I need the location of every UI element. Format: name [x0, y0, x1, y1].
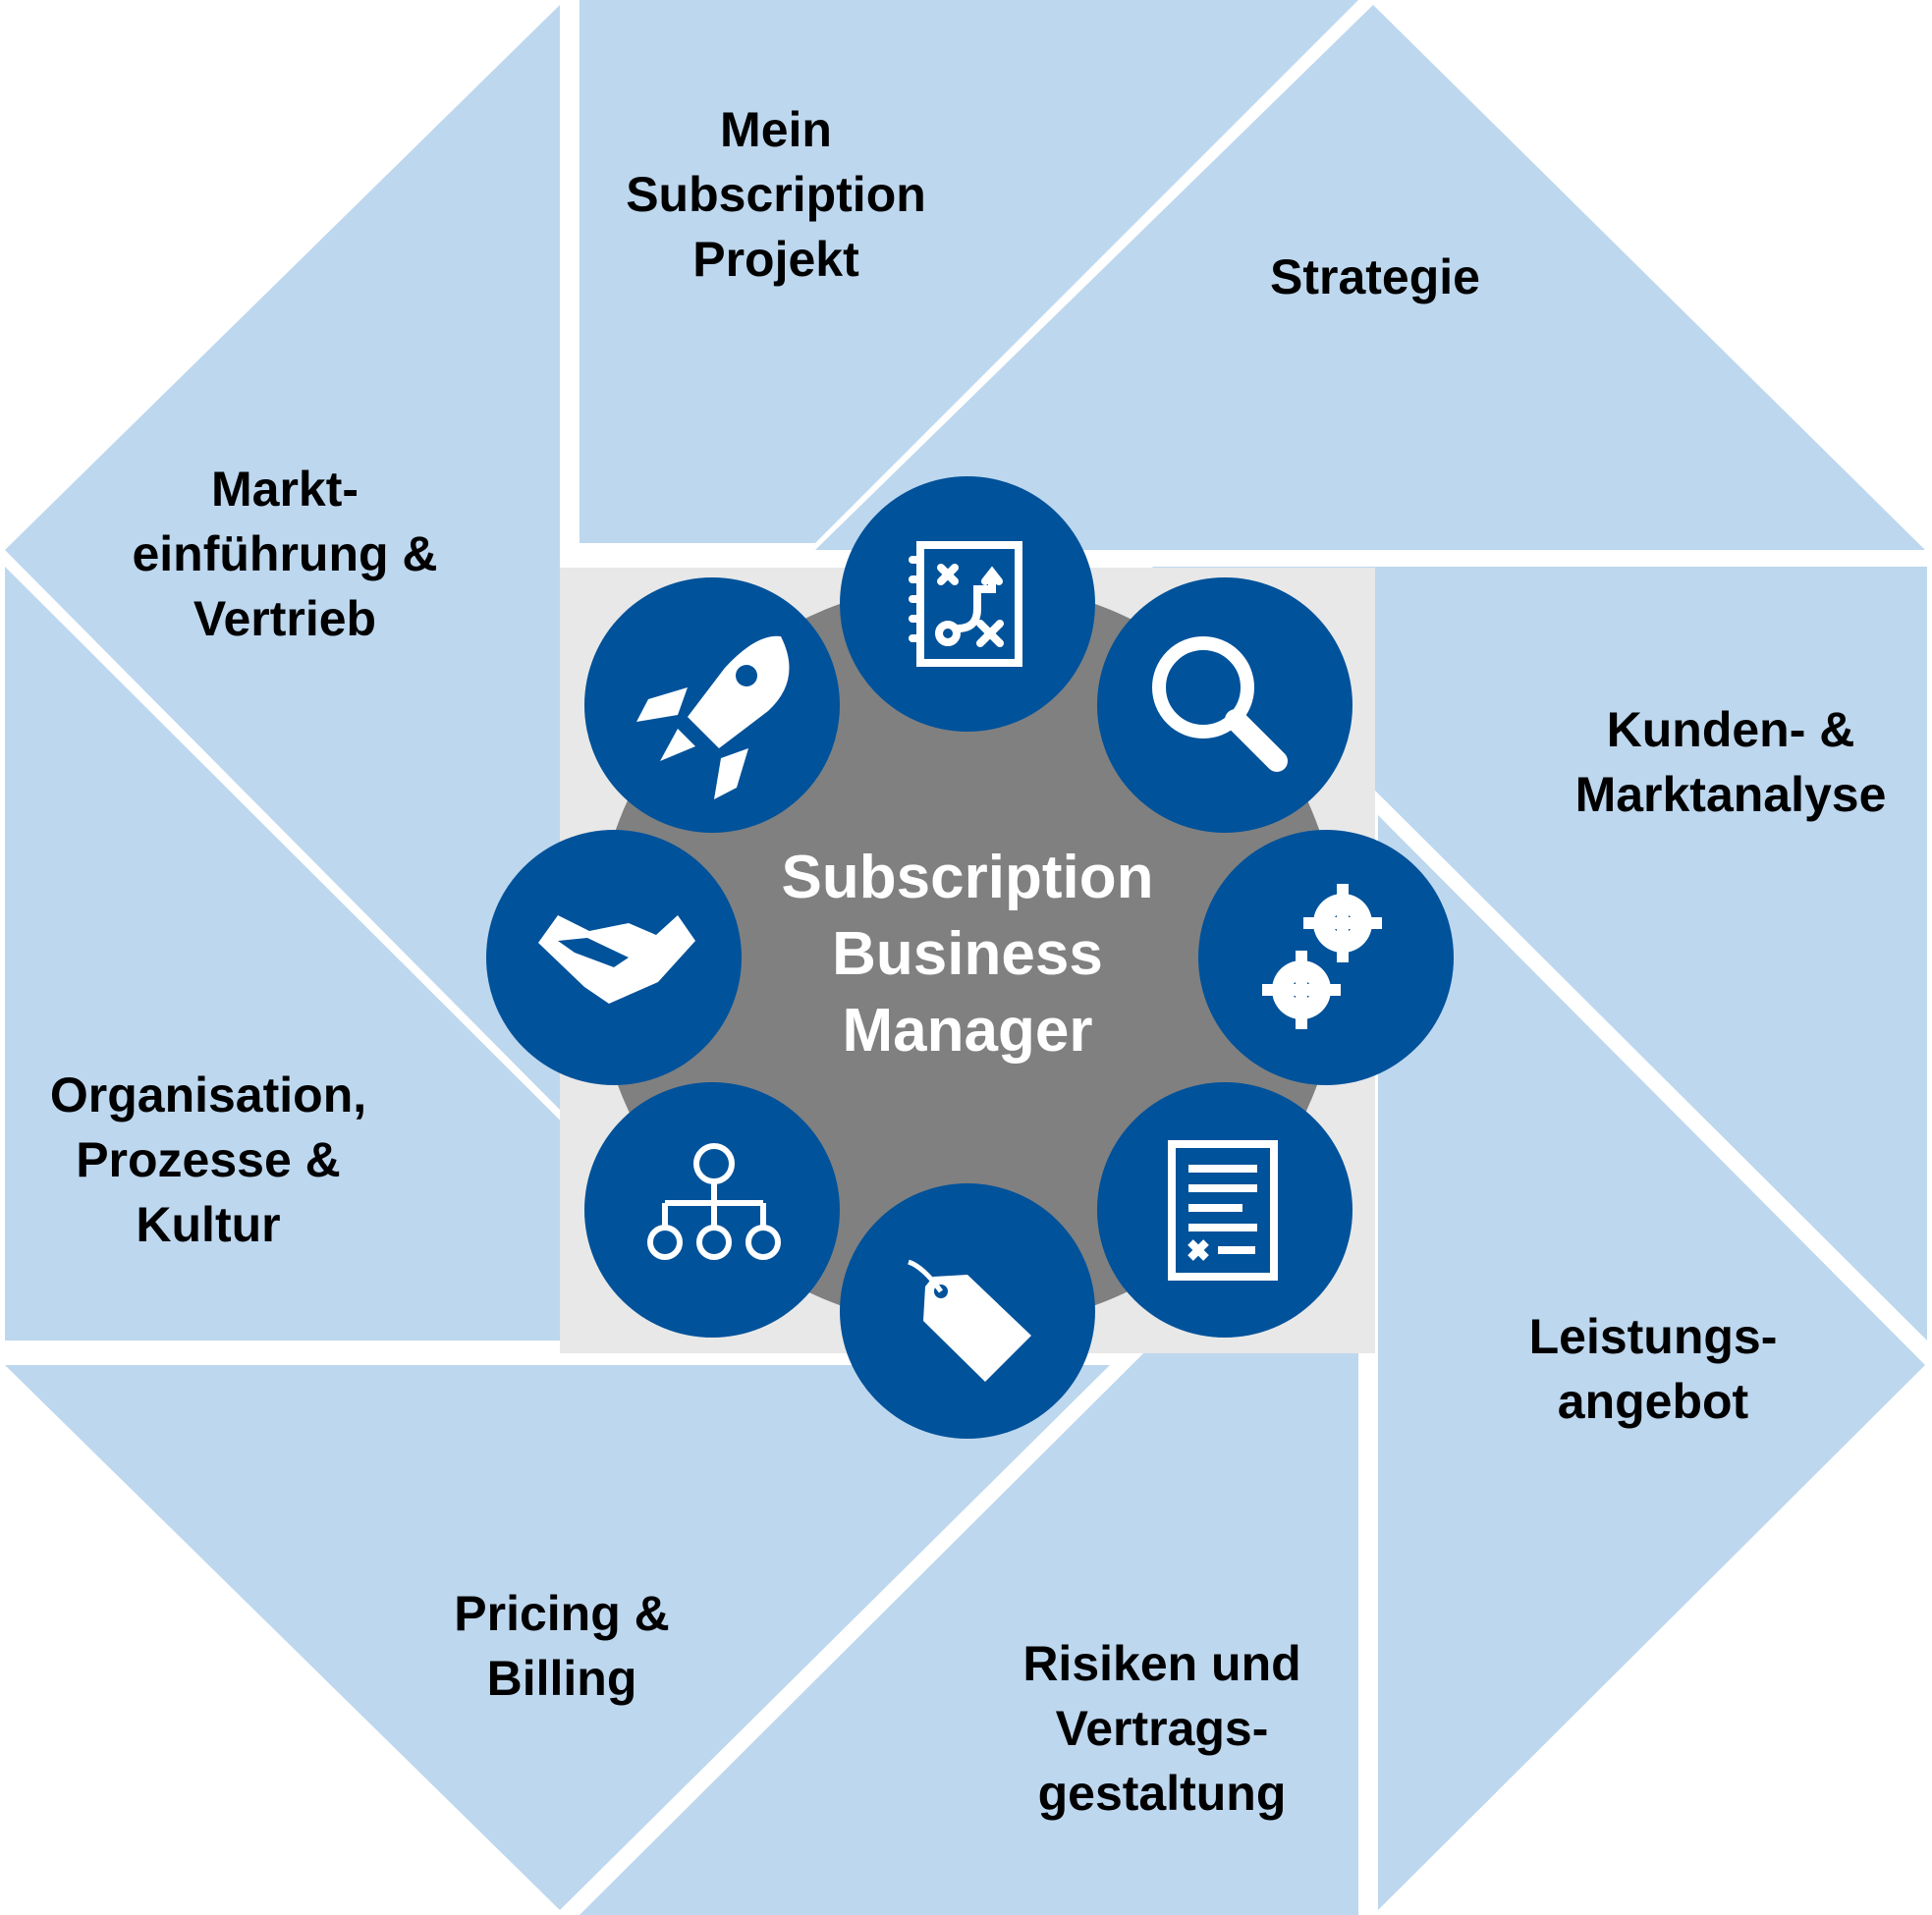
icon-gears	[1198, 830, 1454, 1085]
contract-icon	[1168, 1140, 1278, 1281]
label-pricing-billing: Pricing & Billing	[454, 1586, 670, 1706]
label-markteinfuehrung-vertrieb: Markt- einführung & Vertrieb	[132, 462, 438, 646]
label-kunden-marktanalyse: Kunden- & Marktanalyse	[1574, 702, 1887, 822]
icon-org-chart	[584, 1082, 840, 1338]
rocket-icon	[636, 635, 790, 799]
label-strategie: Strategie	[1270, 249, 1480, 304]
strategy-plan-icon	[909, 541, 1022, 667]
label-risiken-vertragsgestaltung: Risiken und Vertrags- gestaltung	[1022, 1636, 1301, 1821]
icon-contract	[1097, 1082, 1352, 1338]
label-mein-subscription-projekt: Mein Subscription Projekt	[626, 102, 926, 287]
org-chart-icon	[647, 1143, 781, 1260]
icon-strategy-plan	[840, 476, 1095, 732]
icon-handshake	[486, 830, 742, 1085]
magnifier-icon	[1152, 636, 1288, 772]
gears-icon	[1262, 884, 1382, 1029]
label-organisation-prozesse-kultur: Organisation, Prozesse & Kultur	[49, 1067, 367, 1252]
price-tag-icon	[908, 1259, 1031, 1382]
handshake-icon	[538, 915, 695, 1004]
icon-rocket	[584, 577, 840, 833]
segment-leistungsangebot	[1378, 815, 1925, 1910]
segment-strategie	[815, 5, 1925, 550]
segment-markteinfuehrung-vertrieb	[5, 5, 560, 1110]
icon-price-tag	[840, 1183, 1095, 1439]
center-title: Subscription Business Manager	[781, 844, 1154, 1065]
segment-mein-subscription-projekt	[580, 0, 1358, 543]
icon-magnifier	[1097, 577, 1352, 833]
label-leistungsangebot: Leistungs- angebot	[1528, 1309, 1778, 1429]
segment-pricing-billing	[5, 1365, 1110, 1910]
